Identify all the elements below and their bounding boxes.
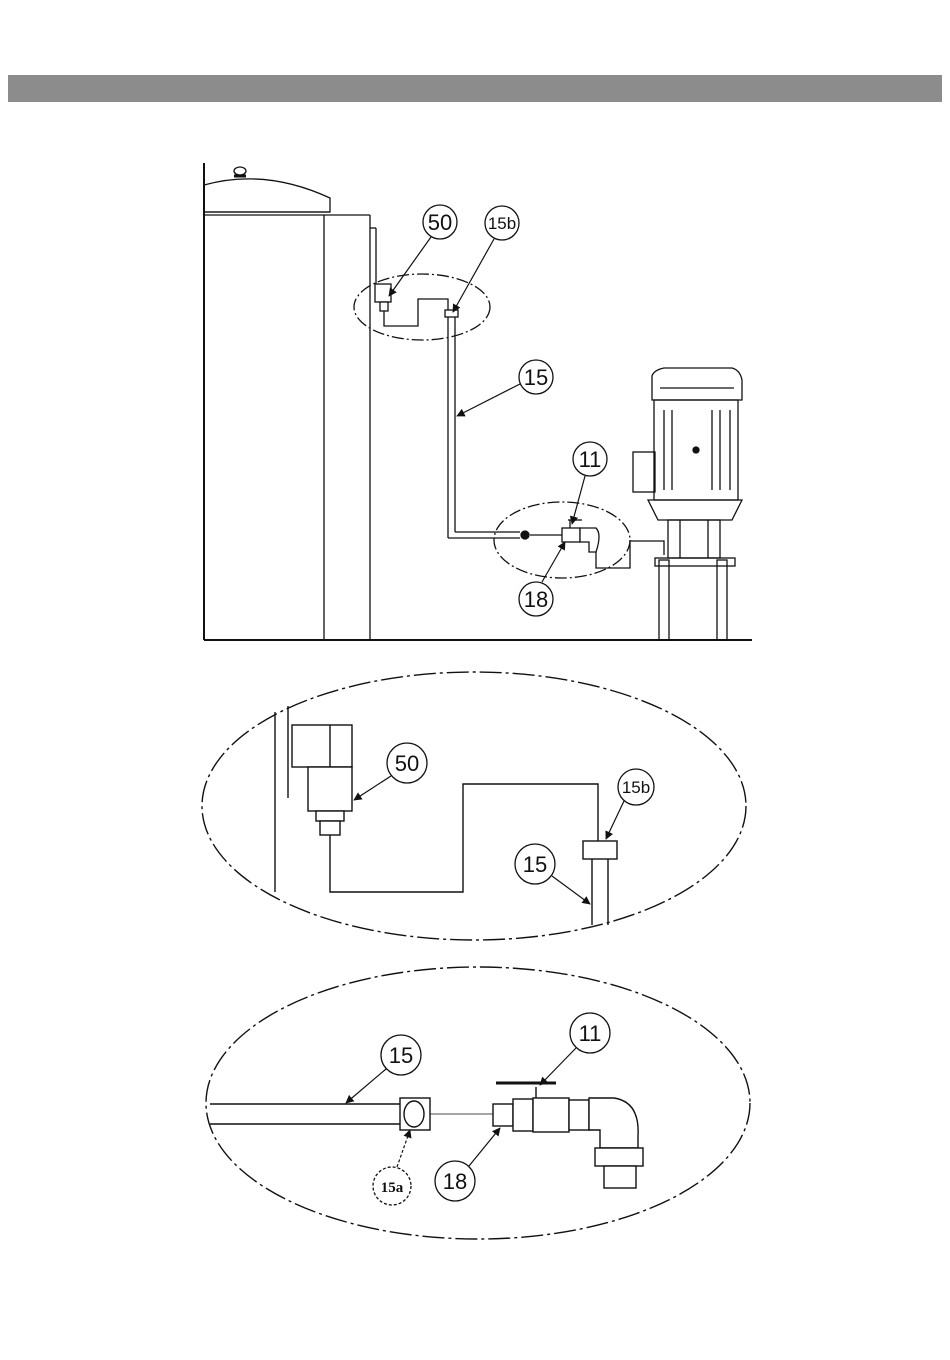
tank (204, 163, 376, 640)
detail-top-drawing (202, 672, 746, 940)
callout-15b: 15b (488, 214, 516, 233)
level-switch-50 (375, 284, 391, 311)
zoom-ellipse-top (354, 274, 490, 340)
leader-11 (572, 476, 585, 524)
leader-15 (457, 384, 520, 416)
detail-callout-b18: 18 (443, 1169, 467, 1194)
detail-bottom-ellipse (206, 967, 750, 1239)
detail-callout-15: 15 (523, 852, 547, 877)
callout-15: 15 (524, 365, 548, 390)
leader-50 (389, 237, 431, 296)
callout-50: 50 (428, 210, 452, 235)
detail-valve (493, 1083, 643, 1188)
callout-18: 18 (524, 587, 548, 612)
detail-callout-b15a: 15a (381, 1180, 404, 1196)
detail-callout-15b: 15b (622, 778, 650, 797)
valve-assembly (521, 520, 664, 568)
detail-top-cable (330, 784, 598, 892)
sensor-cable (384, 299, 448, 326)
callout-11: 11 (579, 447, 602, 472)
overview-drawing (204, 163, 752, 640)
pump (633, 368, 742, 640)
detail-bottom-drawing (206, 967, 750, 1239)
detail-callout-50: 50 (395, 751, 419, 776)
detail-top-ellipse (202, 672, 746, 940)
detail-callout-b11: 11 (579, 1021, 602, 1046)
leader-15b (453, 239, 494, 312)
detail-callout-b15: 15 (389, 1043, 413, 1068)
leader-18 (542, 542, 565, 582)
hose-15 (445, 310, 520, 538)
